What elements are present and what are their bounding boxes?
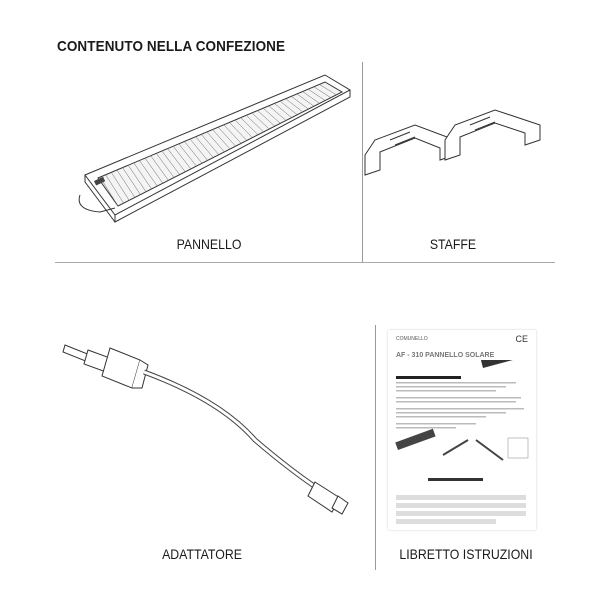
panel-cell-line [122,167,141,195]
panel-cell-line [111,172,130,201]
instruction-booklet-illustration: COMUNELLO CE AF - 310 PANNELLO SOLARE [388,330,536,530]
ce-mark: CE [515,334,528,344]
panel-cell-line [296,93,315,107]
panel-cell-line [139,160,158,187]
label-adattatore: ADATTATORE [162,546,242,562]
panel-cell-line [206,131,225,153]
panel-cell-line [105,174,124,204]
panel-cell-line [285,98,303,113]
panel-cell-line [195,136,214,158]
divider-horizontal [55,262,555,263]
panel-cell-line [313,86,331,98]
panel-cell-line [144,157,164,184]
panel-cell-line [268,105,287,121]
panel-cell-line [257,110,275,127]
panel-cell-line [279,100,298,115]
divider-vertical-bottom [375,325,376,570]
panel-cell-line [240,117,259,135]
panel-cell-line [246,115,264,133]
panel-cell-line [307,88,326,101]
panel-cell-line [291,96,309,110]
booklet-content [395,360,529,524]
page-title: CONTENUTO NELLA CONFEZIONE [57,38,286,55]
panel-cell-line [116,169,136,198]
panel-cell-line [189,138,208,161]
panel-cell-line [262,107,281,124]
panel-cell-line [133,162,152,190]
label-libretto-istruzioni: LIBRETTO ISTRUZIONI [399,546,533,562]
divider-vertical-top [362,62,363,262]
label-pannello: PANNELLO [176,236,242,252]
panel-cell-line [274,103,292,118]
brackets-illustration [364,109,541,176]
solar-panel-illustration [78,74,352,223]
panel-cell-line [178,143,197,167]
label-staffe: STAFFE [429,236,477,252]
panel-cell-line [127,164,147,192]
panel-cell-line [229,122,247,141]
panel-cell-line [172,145,191,170]
adapter-illustration [62,344,349,515]
panel-cell-line [234,119,253,138]
panel-cell-line [223,124,242,144]
panel-cell-line [302,91,320,104]
panel-cell-line [184,141,203,164]
panel-cell-line [217,126,236,147]
panel-cell-line [319,84,337,96]
booklet-brand: COMUNELLO [396,336,428,342]
panel-cell-line [156,153,175,178]
booklet-title: AF - 310 PANNELLO SOLARE [396,352,495,359]
panel-cell-line [161,150,180,175]
panel-cell-line [201,134,219,155]
panel-cell-line [212,129,231,150]
panel-cell-line [167,148,186,172]
panel-cell-line [251,112,270,130]
panel-cell-line [150,155,169,181]
